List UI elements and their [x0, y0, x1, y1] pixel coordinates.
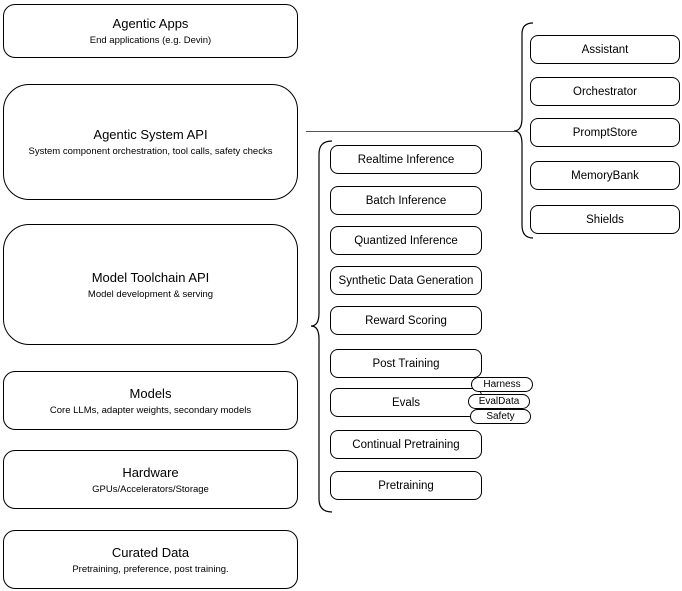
node-title: Hardware [122, 464, 179, 480]
node-reward-scoring: Reward Scoring [330, 306, 482, 335]
node-shields: Shields [530, 205, 680, 234]
node-label: Assistant [581, 43, 629, 56]
node-label: Pretraining [378, 479, 434, 492]
node-curated-data: Curated Data Pretraining, preference, po… [3, 530, 298, 589]
node-title: Curated Data [111, 544, 190, 560]
node-realtime-inference: Realtime Inference [330, 145, 482, 174]
node-label: Continual Pretraining [352, 438, 460, 451]
node-subtitle: GPUs/Accelerators/Storage [92, 483, 209, 495]
node-synthetic-data-generation: Synthetic Data Generation [330, 266, 482, 295]
node-subtitle: End applications (e.g. Devin) [89, 35, 212, 46]
node-label: MemoryBank [571, 169, 639, 182]
node-batch-inference: Batch Inference [330, 186, 482, 215]
node-subtitle: Core LLMs, adapter weights, secondary mo… [49, 404, 252, 416]
node-continual-pretraining: Continual Pretraining [330, 430, 482, 459]
node-model-toolchain-api: Model Toolchain API Model development & … [3, 224, 298, 345]
tag-label: Harness [483, 379, 521, 390]
node-label: Reward Scoring [365, 314, 447, 327]
tag-evaldata: EvalData [468, 394, 530, 409]
node-post-training: Post Training [330, 349, 482, 378]
node-agentic-system-api: Agentic System API System component orch… [3, 84, 298, 200]
node-title: Model Toolchain API [91, 269, 210, 285]
node-hardware: Hardware GPUs/Accelerators/Storage [3, 450, 298, 509]
node-agentic-apps: Agentic Apps End applications (e.g. Devi… [3, 4, 298, 58]
node-promptstore: PromptStore [530, 118, 680, 147]
node-label: Orchestrator [573, 85, 637, 98]
tag-label: EvalData [478, 396, 520, 407]
node-subtitle: Model development & serving [87, 288, 214, 300]
node-pretraining: Pretraining [330, 471, 482, 500]
node-label: Batch Inference [365, 194, 447, 207]
node-memorybank: MemoryBank [530, 161, 680, 190]
tag-label: Safety [486, 411, 515, 422]
node-label: PromptStore [572, 126, 638, 139]
node-title: Models [129, 385, 172, 401]
node-label: Post Training [372, 357, 440, 370]
node-orchestrator: Orchestrator [530, 77, 680, 106]
brace-system-components-group [513, 22, 534, 239]
tag-harness: Harness [471, 377, 533, 392]
brace-toolchain-group [310, 140, 333, 513]
node-title: Agentic System API [93, 127, 208, 142]
node-evals: Evals [330, 388, 482, 417]
node-subtitle: System component orchestration, tool cal… [28, 146, 273, 157]
node-label: Shields [586, 213, 624, 226]
node-quantized-inference: Quantized Inference [330, 226, 482, 255]
node-label: Realtime Inference [357, 153, 455, 166]
node-label: Quantized Inference [354, 234, 458, 247]
node-label: Synthetic Data Generation [338, 274, 474, 287]
tag-safety: Safety [470, 409, 531, 424]
node-subtitle: Pretraining, preference, post training. [72, 563, 229, 575]
node-assistant: Assistant [530, 35, 680, 64]
node-title: Agentic Apps [112, 16, 189, 31]
system-api-connector-line [306, 131, 514, 132]
node-models: Models Core LLMs, adapter weights, secon… [3, 371, 298, 430]
node-label: Evals [391, 396, 421, 409]
